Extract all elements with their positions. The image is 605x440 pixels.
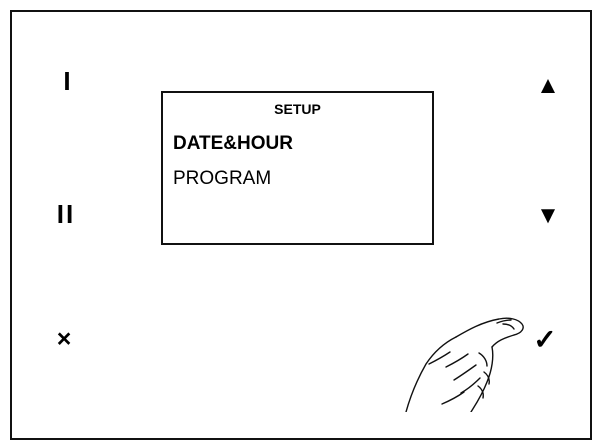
pointing-finger-hand-icon xyxy=(398,306,533,412)
lcd-screen: SETUP DATE&HOUR PROGRAM xyxy=(161,91,434,245)
menu-item-program[interactable]: PROGRAM xyxy=(173,168,271,190)
down-arrow-button[interactable]: ▼ xyxy=(534,202,562,230)
program-one-button[interactable]: I xyxy=(56,66,78,96)
cancel-button[interactable]: × xyxy=(49,324,79,354)
program-two-button[interactable]: II xyxy=(53,199,79,229)
confirm-button[interactable]: ✓ xyxy=(528,323,562,357)
up-arrow-button[interactable]: ▲ xyxy=(534,72,562,100)
menu-item-date-hour[interactable]: DATE&HOUR xyxy=(173,133,293,155)
screen-title: SETUP xyxy=(163,101,432,117)
